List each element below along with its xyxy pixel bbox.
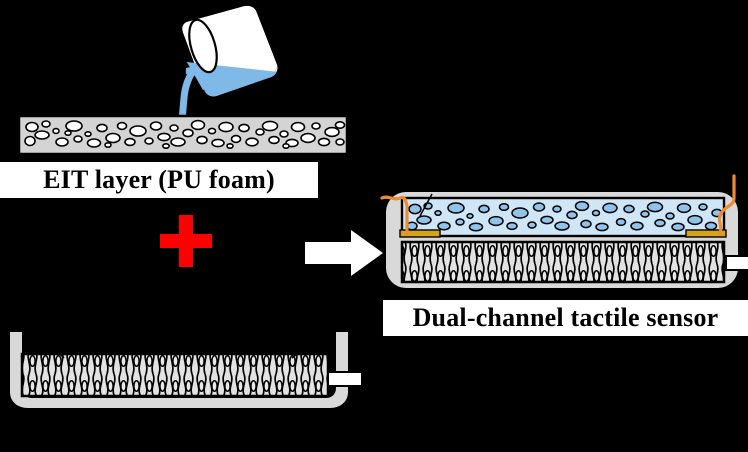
electrode-wires	[380, 174, 736, 236]
eit-slab-svg	[17, 114, 349, 156]
liquid-stream	[178, 64, 199, 126]
connector-tab	[327, 371, 363, 387]
encapsulation-shell	[10, 332, 348, 408]
plus-operator	[160, 215, 212, 267]
electrode-pad-right	[685, 229, 727, 238]
wire-left	[380, 195, 409, 236]
final-sensor-svg	[380, 174, 748, 288]
beaker-body	[180, 3, 280, 99]
sensor-connector-tab	[725, 255, 748, 271]
piezo-module-svg	[10, 332, 363, 408]
eit-liquid-pores	[406, 200, 723, 232]
gold-electrode-pads	[399, 229, 727, 238]
right-arrow-icon	[305, 230, 383, 276]
foam-pores	[24, 119, 346, 149]
leader-lines	[51, 345, 307, 359]
plus-vertical-bar	[179, 215, 193, 267]
electrode-pad-left	[399, 229, 441, 238]
piezoresistive-fiber-core	[20, 352, 330, 398]
pore-leader-line	[419, 193, 433, 217]
eit-liquid-layer	[400, 193, 726, 238]
beaker-svg	[178, 3, 280, 126]
dual-channel-sensor-assembly	[380, 174, 748, 298]
wire-right	[717, 174, 736, 236]
arrow-svg	[305, 230, 383, 276]
sensor-piezoresistive-layer	[400, 240, 726, 284]
beaker-pouring-group	[155, 2, 285, 126]
piezoresistive-module	[0, 330, 363, 412]
eit-layer-label: EIT layer (PU foam)	[0, 162, 318, 198]
dual-channel-sensor-label: Dual-channel tactile sensor	[383, 300, 748, 336]
eit-foam-slab	[17, 114, 349, 156]
